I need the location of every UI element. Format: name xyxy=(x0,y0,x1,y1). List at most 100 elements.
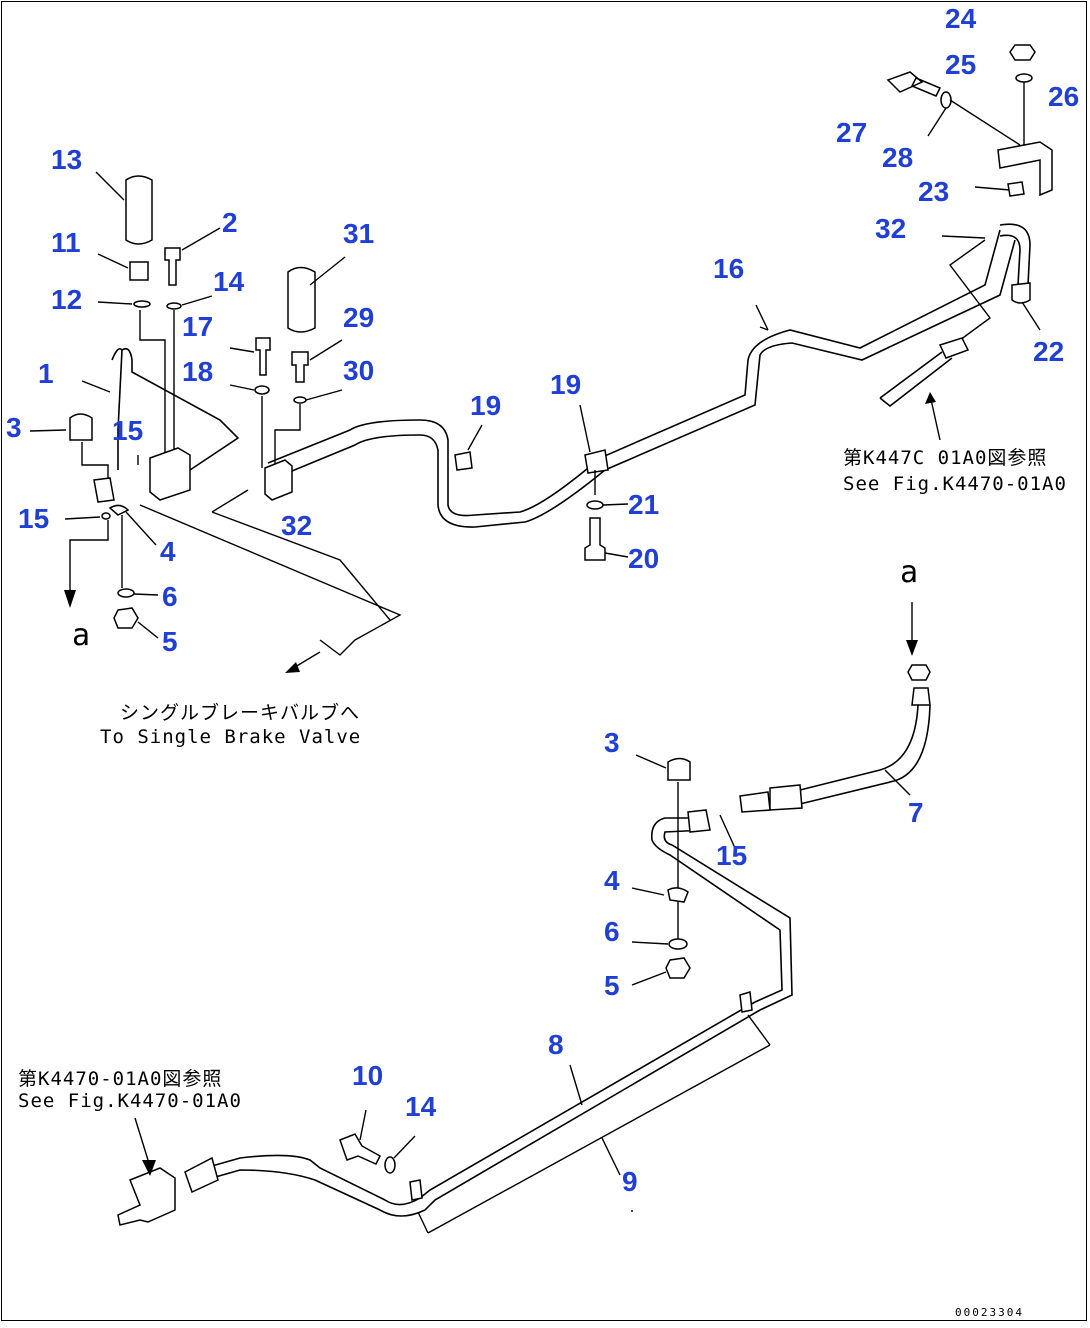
callout-c32a: 32 xyxy=(875,213,906,244)
marker-ma1: a xyxy=(72,618,90,653)
hose-right xyxy=(879,351,953,408)
callout-c4a: 4 xyxy=(160,536,176,567)
callout-c21: 21 xyxy=(628,489,659,520)
clamp-pipe-left xyxy=(409,1179,423,1201)
bracket-assembly xyxy=(879,44,1053,441)
note-n2a: シングルブレーキバルブへ xyxy=(120,701,360,724)
washer-6b xyxy=(668,938,688,950)
note-n1a: 第K447C 01A0図参照 xyxy=(843,447,1047,469)
washer-6a xyxy=(117,588,135,598)
callout-c26: 26 xyxy=(1048,81,1079,112)
callout-c8: 8 xyxy=(548,1029,564,1060)
callout-c4b: 4 xyxy=(604,865,620,896)
fitting-29 xyxy=(291,351,309,383)
oring-12 xyxy=(133,300,151,308)
callout-c11: 11 xyxy=(51,227,81,258)
callout-c10: 10 xyxy=(352,1060,383,1091)
switch-13 xyxy=(125,175,153,245)
callout-c27: 27 xyxy=(836,117,867,148)
callout-c6b: 6 xyxy=(604,916,620,947)
callout-c12: 12 xyxy=(51,284,82,315)
clip-22 xyxy=(1011,282,1031,304)
fitting-left xyxy=(93,477,115,503)
callout-c15a: 15 xyxy=(112,415,143,446)
washer-14b xyxy=(384,1156,396,1174)
callout-c32b: 32 xyxy=(281,510,312,541)
nut-24 xyxy=(1009,44,1036,61)
clamp-19a xyxy=(454,424,483,471)
callout-c28: 28 xyxy=(882,142,913,173)
callout-c5a: 5 xyxy=(162,626,178,657)
note-n3b: See Fig.K4470-01A0 xyxy=(18,1090,242,1112)
callout-c16: 16 xyxy=(713,253,744,284)
bracket-26 xyxy=(997,141,1053,197)
block-valve-mid xyxy=(264,459,293,501)
oring-18 xyxy=(254,385,270,395)
clamp-23 xyxy=(1007,181,1025,197)
callout-c1: 1 xyxy=(38,358,54,389)
callout-c19b: 19 xyxy=(550,369,581,400)
callout-c9: 9 xyxy=(622,1166,638,1197)
callout-c14a: 14 xyxy=(213,266,245,297)
view-markers: aa xyxy=(72,555,918,653)
callout-c3b: 3 xyxy=(604,727,620,758)
callout-c3a: 3 xyxy=(6,412,22,443)
callout-c2: 2 xyxy=(222,207,238,238)
callout-c13: 13 xyxy=(51,144,82,175)
nut-5a xyxy=(113,607,139,629)
hose-7 xyxy=(799,704,931,805)
callout-c23: 23 xyxy=(918,176,949,207)
callout-c7: 7 xyxy=(908,797,924,828)
callout-c30: 30 xyxy=(343,355,374,386)
callout-c22: 22 xyxy=(1033,336,1064,367)
callout-c14b: 14 xyxy=(405,1091,437,1122)
bolt-2 xyxy=(164,247,181,286)
bolt-20 xyxy=(584,517,606,561)
callout-c24: 24 xyxy=(945,3,977,34)
note-n2b: To Single Brake Valve xyxy=(100,726,361,748)
callout-c15b: 15 xyxy=(18,503,49,534)
callout-c20: 20 xyxy=(628,543,659,574)
marker-ma2: a xyxy=(900,555,918,590)
washer-14a xyxy=(166,302,182,310)
fitting-left-end xyxy=(184,1156,219,1194)
callout-c15c: 15 xyxy=(716,840,747,871)
clamp-pipe-right xyxy=(739,991,753,1013)
callout-c19a: 19 xyxy=(470,390,501,421)
elbow-pipe xyxy=(999,223,1031,286)
nut-5b xyxy=(665,957,691,979)
valve-block-bottom xyxy=(117,1167,176,1226)
bolt-17 xyxy=(255,337,271,376)
oring-15b xyxy=(101,512,111,520)
clamp-19b xyxy=(579,404,629,561)
fitting-upper xyxy=(687,809,711,833)
switch-31 xyxy=(287,266,316,333)
part-11 xyxy=(129,261,149,281)
pipe-8-upper xyxy=(650,817,793,1011)
callout-c5b: 5 xyxy=(604,970,620,1001)
callout-c29: 29 xyxy=(343,302,374,333)
reference-notes: 第K447C 01A0図参照 See Fig.K4470-01A0 シングルブレーキ… xyxy=(18,447,1067,1112)
block-valve-left xyxy=(149,447,191,501)
callout-c25: 25 xyxy=(945,49,976,80)
lower-assembly xyxy=(117,602,931,1234)
drawing-code: 00023304 xyxy=(955,1306,1024,1319)
bolt-27 xyxy=(886,71,942,97)
clip-3b xyxy=(667,757,691,781)
clamp-4a xyxy=(108,504,130,516)
clip-3a xyxy=(69,413,93,441)
callout-c18: 18 xyxy=(182,356,213,387)
note-n3a: 第K4470-01A0図参照 xyxy=(18,1068,222,1090)
callout-c6a: 6 xyxy=(162,581,178,612)
note-n1b: See Fig.K4470-01A0 xyxy=(843,473,1067,495)
hose-fitting-right xyxy=(938,337,970,359)
pipe-16 xyxy=(267,229,1016,528)
clamp-4b xyxy=(667,887,689,903)
hose-end-7 xyxy=(739,791,771,813)
bolt-10 xyxy=(339,1133,381,1165)
left-switch-group xyxy=(29,171,402,673)
